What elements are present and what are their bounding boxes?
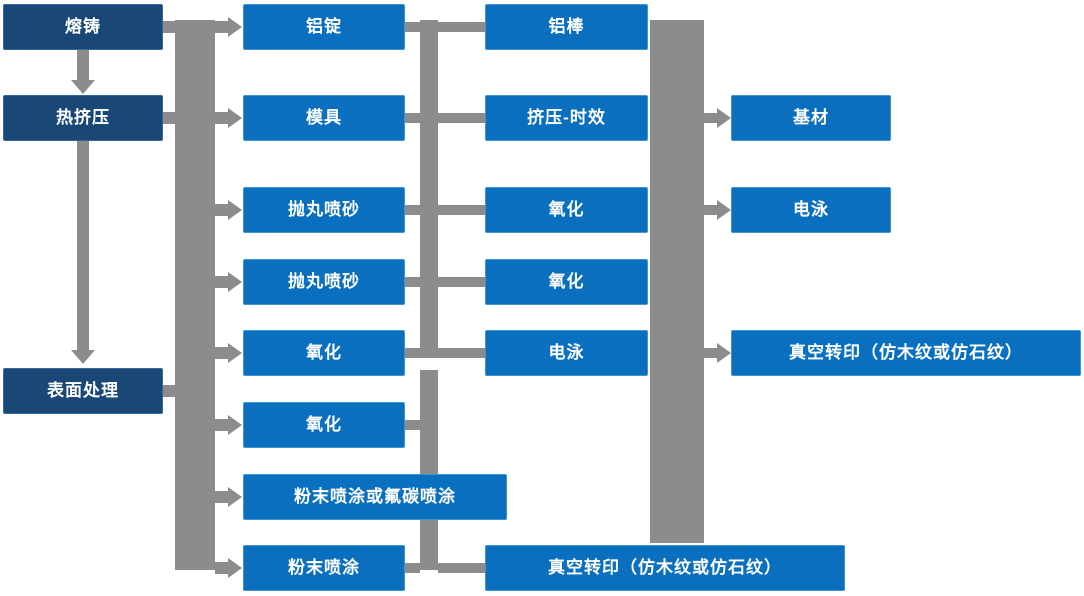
node-hot-extrusion: 热挤压 <box>3 95 163 141</box>
arrowhead-right-powder <box>228 558 242 578</box>
connector-trunk-to-oxidation-1 <box>215 347 228 359</box>
connector-surface-to-trunk <box>163 385 175 397</box>
connector-band-to-base-material <box>704 113 717 123</box>
connector-middle-bar-bottom <box>420 370 438 570</box>
arrowhead-right-ingot <box>228 17 242 37</box>
node-electrophoresis-2: 电泳 <box>731 187 891 233</box>
node-extrusion-aging: 挤压-时效 <box>485 95 648 141</box>
node-oxidation-2: 氧化 <box>243 402 405 448</box>
connector-trunk-to-blasting-1 <box>215 204 228 216</box>
node-surface-treatment: 表面处理 <box>3 368 163 414</box>
node-vacuum-transfer-print-1: 真空转印（仿木纹或仿石纹） <box>485 545 845 591</box>
connector-trunk-to-powder <box>215 562 228 574</box>
connector-extrusion-to-surface <box>77 141 89 351</box>
node-aluminum-rod: 铝棒 <box>485 4 648 50</box>
connector-blasting2-to-bar <box>405 277 420 287</box>
connector-oxidation1-to-bar <box>405 348 420 358</box>
node-electrophoresis-1: 电泳 <box>485 330 648 376</box>
node-melting-casting: 熔铸 <box>3 4 163 50</box>
connector-bar-to-vacuum-transfer <box>438 563 485 573</box>
connector-melting-to-trunk <box>163 21 175 33</box>
arrowhead-down-extrusion <box>71 80 95 94</box>
connector-oxidation2-to-bar <box>405 420 420 430</box>
connector-trunk-to-ingot <box>215 21 228 33</box>
connector-trunk-to-blasting-2 <box>215 276 228 288</box>
connector-bar-to-oxidation-3 <box>438 205 485 215</box>
node-powder-or-fluorocarbon-coating: 粉末喷涂或氟碳喷涂 <box>243 474 507 520</box>
connector-trunk-to-mold <box>215 112 228 124</box>
arrowhead-right-mold <box>228 108 242 128</box>
node-shot-blasting-1: 抛丸喷砂 <box>243 187 405 233</box>
connector-band-to-vacuum-out <box>704 348 717 358</box>
arrowhead-down-surface <box>71 350 95 364</box>
arrowhead-right-oxidation-2 <box>228 415 242 435</box>
connector-output-band <box>650 20 704 543</box>
node-oxidation-3: 氧化 <box>485 187 648 233</box>
node-mold: 模具 <box>243 95 405 141</box>
node-base-material: 基材 <box>731 95 891 141</box>
connector-bar-to-oxidation-4 <box>438 277 485 287</box>
arrowhead-right-powder-fluoro <box>228 487 242 507</box>
arrowhead-right-oxidation-1 <box>228 343 242 363</box>
connector-ingot-to-bar <box>405 22 420 32</box>
connector-bar-to-extrusion-aging <box>438 113 485 123</box>
connector-extrusion-to-trunk <box>163 112 175 124</box>
node-oxidation-1: 氧化 <box>243 330 405 376</box>
connector-bar-to-electrophoresis <box>438 348 485 358</box>
arrowhead-right-electrophoresis-out <box>717 200 731 220</box>
node-powder-coating: 粉末喷涂 <box>243 545 405 591</box>
node-aluminum-ingot: 铝锭 <box>243 4 405 50</box>
connector-trunk-to-oxidation-2 <box>215 419 228 431</box>
connector-trunk-to-powder-fluoro <box>215 491 228 503</box>
node-oxidation-4: 氧化 <box>485 259 648 305</box>
connector-bar-to-rod <box>438 22 485 32</box>
connector-band-to-electrophoresis-out <box>704 205 717 215</box>
arrowhead-right-blasting-1 <box>228 200 242 220</box>
connector-powder-to-bar <box>405 563 420 573</box>
node-vacuum-transfer-print-2: 真空转印（仿木纹或仿石纹） <box>731 330 1081 376</box>
arrowhead-right-base-material <box>717 108 731 128</box>
connector-main-trunk <box>175 20 215 570</box>
arrowhead-right-blasting-2 <box>228 272 242 292</box>
arrowhead-right-vacuum-out <box>717 343 731 363</box>
connector-mold-to-bar <box>405 113 420 123</box>
connector-blasting1-to-bar <box>405 205 420 215</box>
node-shot-blasting-2: 抛丸喷砂 <box>243 259 405 305</box>
connector-middle-bar-top <box>420 20 438 358</box>
connector-melting-to-extrusion <box>77 50 89 81</box>
